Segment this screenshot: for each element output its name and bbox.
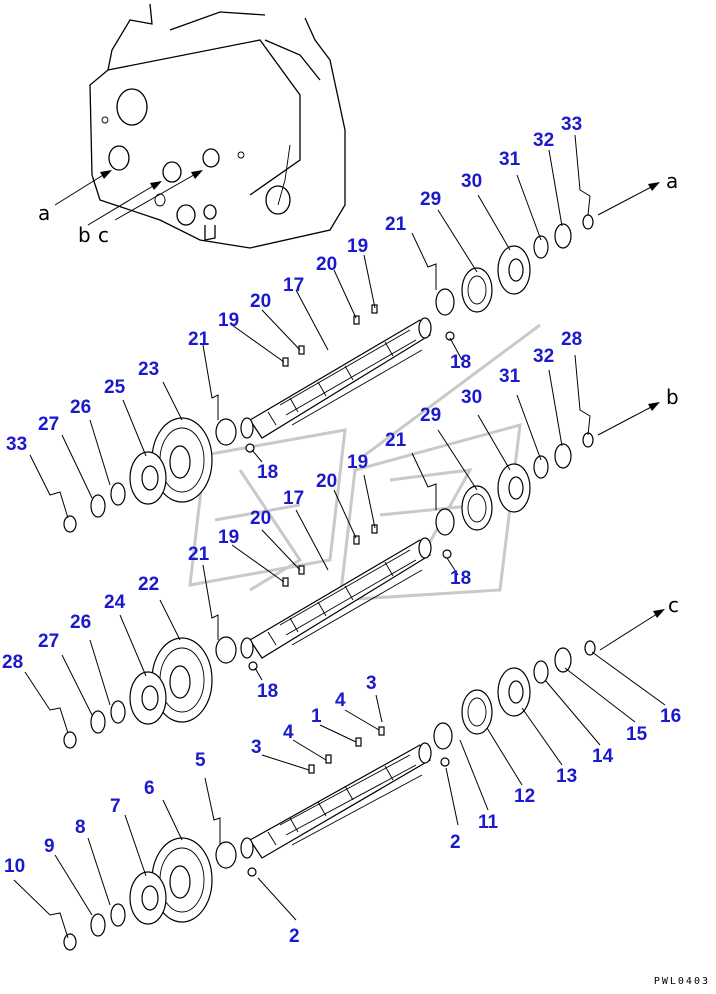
callout-29: 29: [420, 405, 441, 426]
letter-b-right: b: [666, 385, 679, 409]
callout-33: 33: [6, 434, 27, 455]
drawing-code: PWL0403: [653, 976, 710, 987]
callout-5: 5: [195, 750, 206, 771]
callout-25: 25: [104, 377, 126, 398]
transmission-case: [89, 3, 346, 249]
letter-b-case: b: [78, 223, 91, 247]
callout-18: 18: [257, 681, 278, 702]
callout-27: 27: [38, 631, 59, 652]
callout-17: 17: [283, 488, 304, 509]
callout-31: 31: [499, 149, 521, 170]
callout-20: 20: [250, 508, 271, 529]
callout-20: 20: [316, 471, 337, 492]
callout-2: 2: [289, 926, 300, 947]
rings-left: [63, 418, 237, 951]
callout-6: 6: [144, 778, 155, 799]
callout-21: 21: [188, 329, 210, 350]
callout-26: 26: [70, 397, 91, 418]
callout-28: 28: [561, 329, 582, 350]
callout-20: 20: [250, 291, 271, 312]
assembly-arrows-right: [597, 182, 665, 651]
callout-21: 21: [385, 214, 407, 235]
callout-13: 13: [556, 766, 577, 787]
shaft-assembly-b: [240, 537, 432, 659]
callout-18: 18: [450, 352, 471, 373]
callout-31: 31: [499, 366, 521, 387]
assembly-letters: a b c a b c: [38, 169, 679, 617]
callout-12: 12: [514, 786, 535, 807]
callout-29: 29: [420, 189, 441, 210]
callout-11: 11: [478, 812, 499, 833]
shaft-assembly-a: [240, 317, 432, 439]
bearing-7: [129, 871, 167, 925]
bearing-25: [129, 451, 167, 505]
callout-22: 22: [138, 574, 159, 595]
letter-c-right: c: [668, 593, 679, 617]
callout-28: 28: [2, 652, 23, 673]
callout-9: 9: [44, 836, 55, 857]
callout-33: 33: [561, 114, 582, 135]
gear-23: [151, 417, 213, 503]
callout-19: 19: [218, 310, 239, 331]
callout-18: 18: [257, 462, 278, 483]
callout-1: 1: [311, 706, 322, 727]
callout-15: 15: [626, 724, 648, 745]
assembly-arrows-case: [54, 170, 203, 226]
callout-19: 19: [218, 527, 239, 548]
shaft-assembly-c: [240, 742, 432, 859]
pins: [245, 304, 455, 877]
letter-c-case: c: [98, 223, 109, 247]
callout-17: 17: [283, 275, 304, 296]
parts-right: [433, 214, 596, 750]
callout-24: 24: [104, 592, 126, 613]
gear-6: [151, 837, 213, 923]
callout-32: 32: [533, 346, 554, 367]
callout-7: 7: [110, 796, 121, 817]
callout-21: 21: [385, 430, 407, 451]
letter-a-case: a: [38, 201, 50, 225]
callout-4: 4: [283, 722, 294, 743]
watermark-logo: [188, 323, 541, 602]
callout-30: 30: [461, 171, 482, 192]
callout-14: 14: [592, 746, 614, 767]
callout-21: 21: [188, 544, 210, 565]
callout-8: 8: [75, 817, 86, 838]
callout-26: 26: [70, 612, 91, 633]
callout-20: 20: [316, 254, 337, 275]
callout-3: 3: [366, 673, 377, 694]
callout-16: 16: [660, 706, 681, 727]
callout-23: 23: [138, 359, 159, 380]
callout-2: 2: [450, 832, 461, 853]
callout-30: 30: [461, 387, 482, 408]
callout-32: 32: [533, 130, 554, 151]
bearing-24: [129, 671, 167, 725]
callout-10: 10: [4, 856, 25, 877]
callout-4: 4: [335, 690, 346, 711]
callout-3: 3: [251, 737, 262, 758]
callout-27: 27: [38, 414, 59, 435]
leader-lines: [13, 134, 666, 939]
callout-19: 19: [347, 452, 368, 473]
letter-a-right: a: [666, 169, 678, 193]
callout-19: 19: [347, 236, 368, 257]
callout-18: 18: [450, 568, 471, 589]
callout-labels: 33 32 31 30 29 21 19 20 17 20 19 21 23 2…: [2, 114, 681, 947]
